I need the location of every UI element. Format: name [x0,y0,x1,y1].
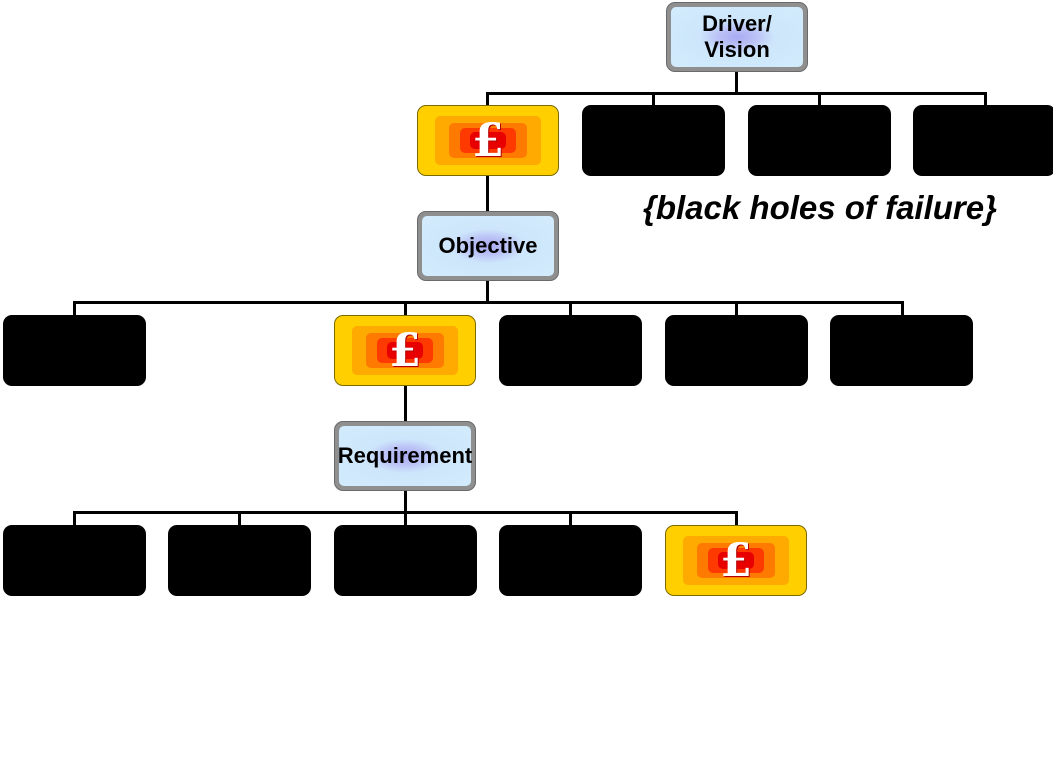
connector [486,279,489,303]
connector [735,511,738,526]
funded-node-tier3: £ [665,525,807,596]
connector [238,511,241,526]
pound-icon: £ [388,322,421,377]
pound-icon: £ [471,112,504,167]
driver-vision-label: Driver/ Vision [702,11,772,62]
black-hole-box [3,315,146,386]
black-hole-box [748,105,891,176]
connector [486,175,489,212]
connector [404,489,407,513]
black-hole-box [168,525,311,596]
black-holes-annotation: {black holes of failure} [643,189,997,226]
black-hole-box [913,105,1053,176]
funded-node-tier2: £ [334,315,476,386]
connector [569,511,572,526]
objective-node: Objective [417,211,559,281]
black-hole-box [3,525,146,596]
pound-icon: £ [719,532,752,587]
black-hole-box [499,525,642,596]
connector [486,92,987,95]
connector [404,385,407,422]
black-hole-box [665,315,808,386]
black-hole-box [830,315,973,386]
requirement-label: Requirement [337,443,473,468]
connector [404,511,407,526]
connector [735,70,738,94]
requirement-node: Requirement [334,421,476,491]
funded-node-tier1: £ [417,105,559,176]
objective-label: Objective [438,233,538,258]
black-hole-box [582,105,725,176]
connector [984,92,987,106]
connector [818,92,821,106]
connector [569,301,572,316]
connector [486,92,489,106]
connector [901,301,904,316]
connector [652,92,655,106]
black-hole-box [499,315,642,386]
connector [73,301,904,304]
driver-vision-node: Driver/ Vision [666,2,808,72]
connector [735,301,738,316]
connector [73,511,76,526]
connector [404,301,407,316]
connector [73,301,76,316]
black-hole-box [334,525,477,596]
